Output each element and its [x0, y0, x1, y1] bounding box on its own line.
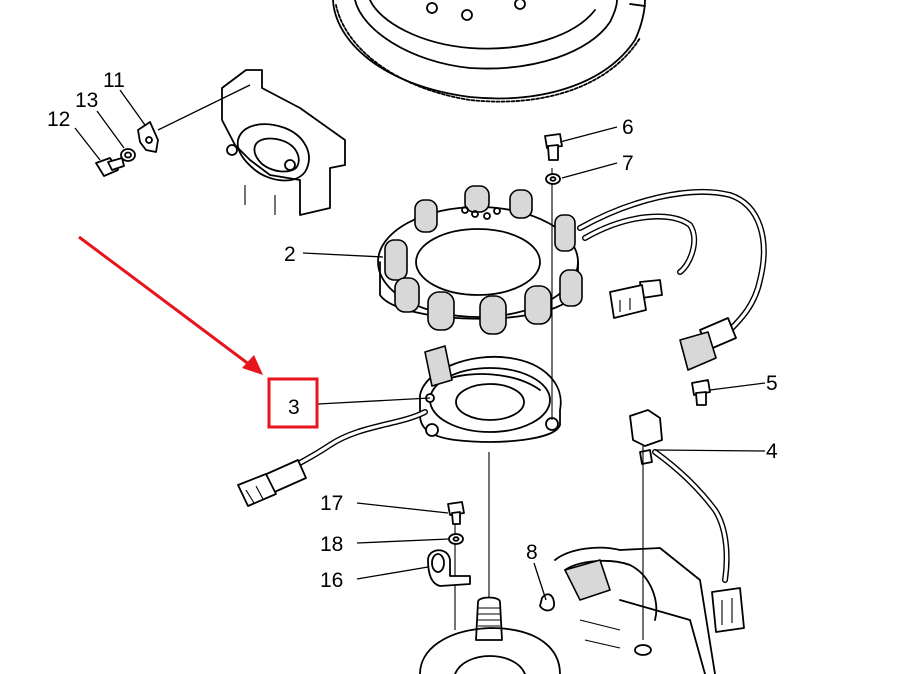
stator-coil-part-2 [377, 185, 583, 335]
callout-3: 3 [288, 396, 300, 419]
callout-6: 6 [622, 116, 634, 139]
highlight-arrowhead [242, 355, 263, 375]
clamp-part-16 [427, 549, 471, 587]
bolt-part-17 [447, 501, 465, 525]
bolt-part-6 [544, 133, 563, 161]
callout-8: 8 [526, 541, 538, 564]
callout-18: 18 [320, 533, 343, 556]
callout-2: 2 [284, 243, 296, 266]
mounting-bracket [221, 69, 346, 216]
key-part-8 [539, 593, 555, 612]
callout-16: 16 [320, 569, 343, 592]
highlight-annotation [78, 235, 319, 429]
callout-13: 13 [75, 89, 98, 112]
crankcase [419, 546, 716, 674]
callout-4: 4 [766, 440, 778, 463]
flywheel [332, 0, 646, 103]
washer-part-13 [120, 148, 136, 162]
pulser-base-part-3 [237, 345, 562, 507]
stator-wire-harness [577, 188, 767, 371]
callout-17: 17 [320, 492, 343, 515]
callout-11: 11 [103, 69, 125, 92]
sensor-part-4 [629, 409, 745, 633]
clip-part-11 [137, 121, 159, 153]
washer-part-7 [545, 173, 561, 185]
highlight-box [267, 377, 319, 429]
highlight-arrow [78, 235, 251, 367]
callout-12: 12 [47, 108, 70, 131]
washer-part-18 [448, 533, 464, 545]
callout-7: 7 [622, 152, 634, 175]
bolt-part-5 [691, 379, 711, 406]
callout-5: 5 [766, 372, 778, 395]
leader-lines [74, 89, 766, 601]
bolt-part-12 [95, 157, 125, 177]
callout-labels: 2 3 4 5 6 7 8 11 12 13 16 17 18 [47, 69, 778, 592]
